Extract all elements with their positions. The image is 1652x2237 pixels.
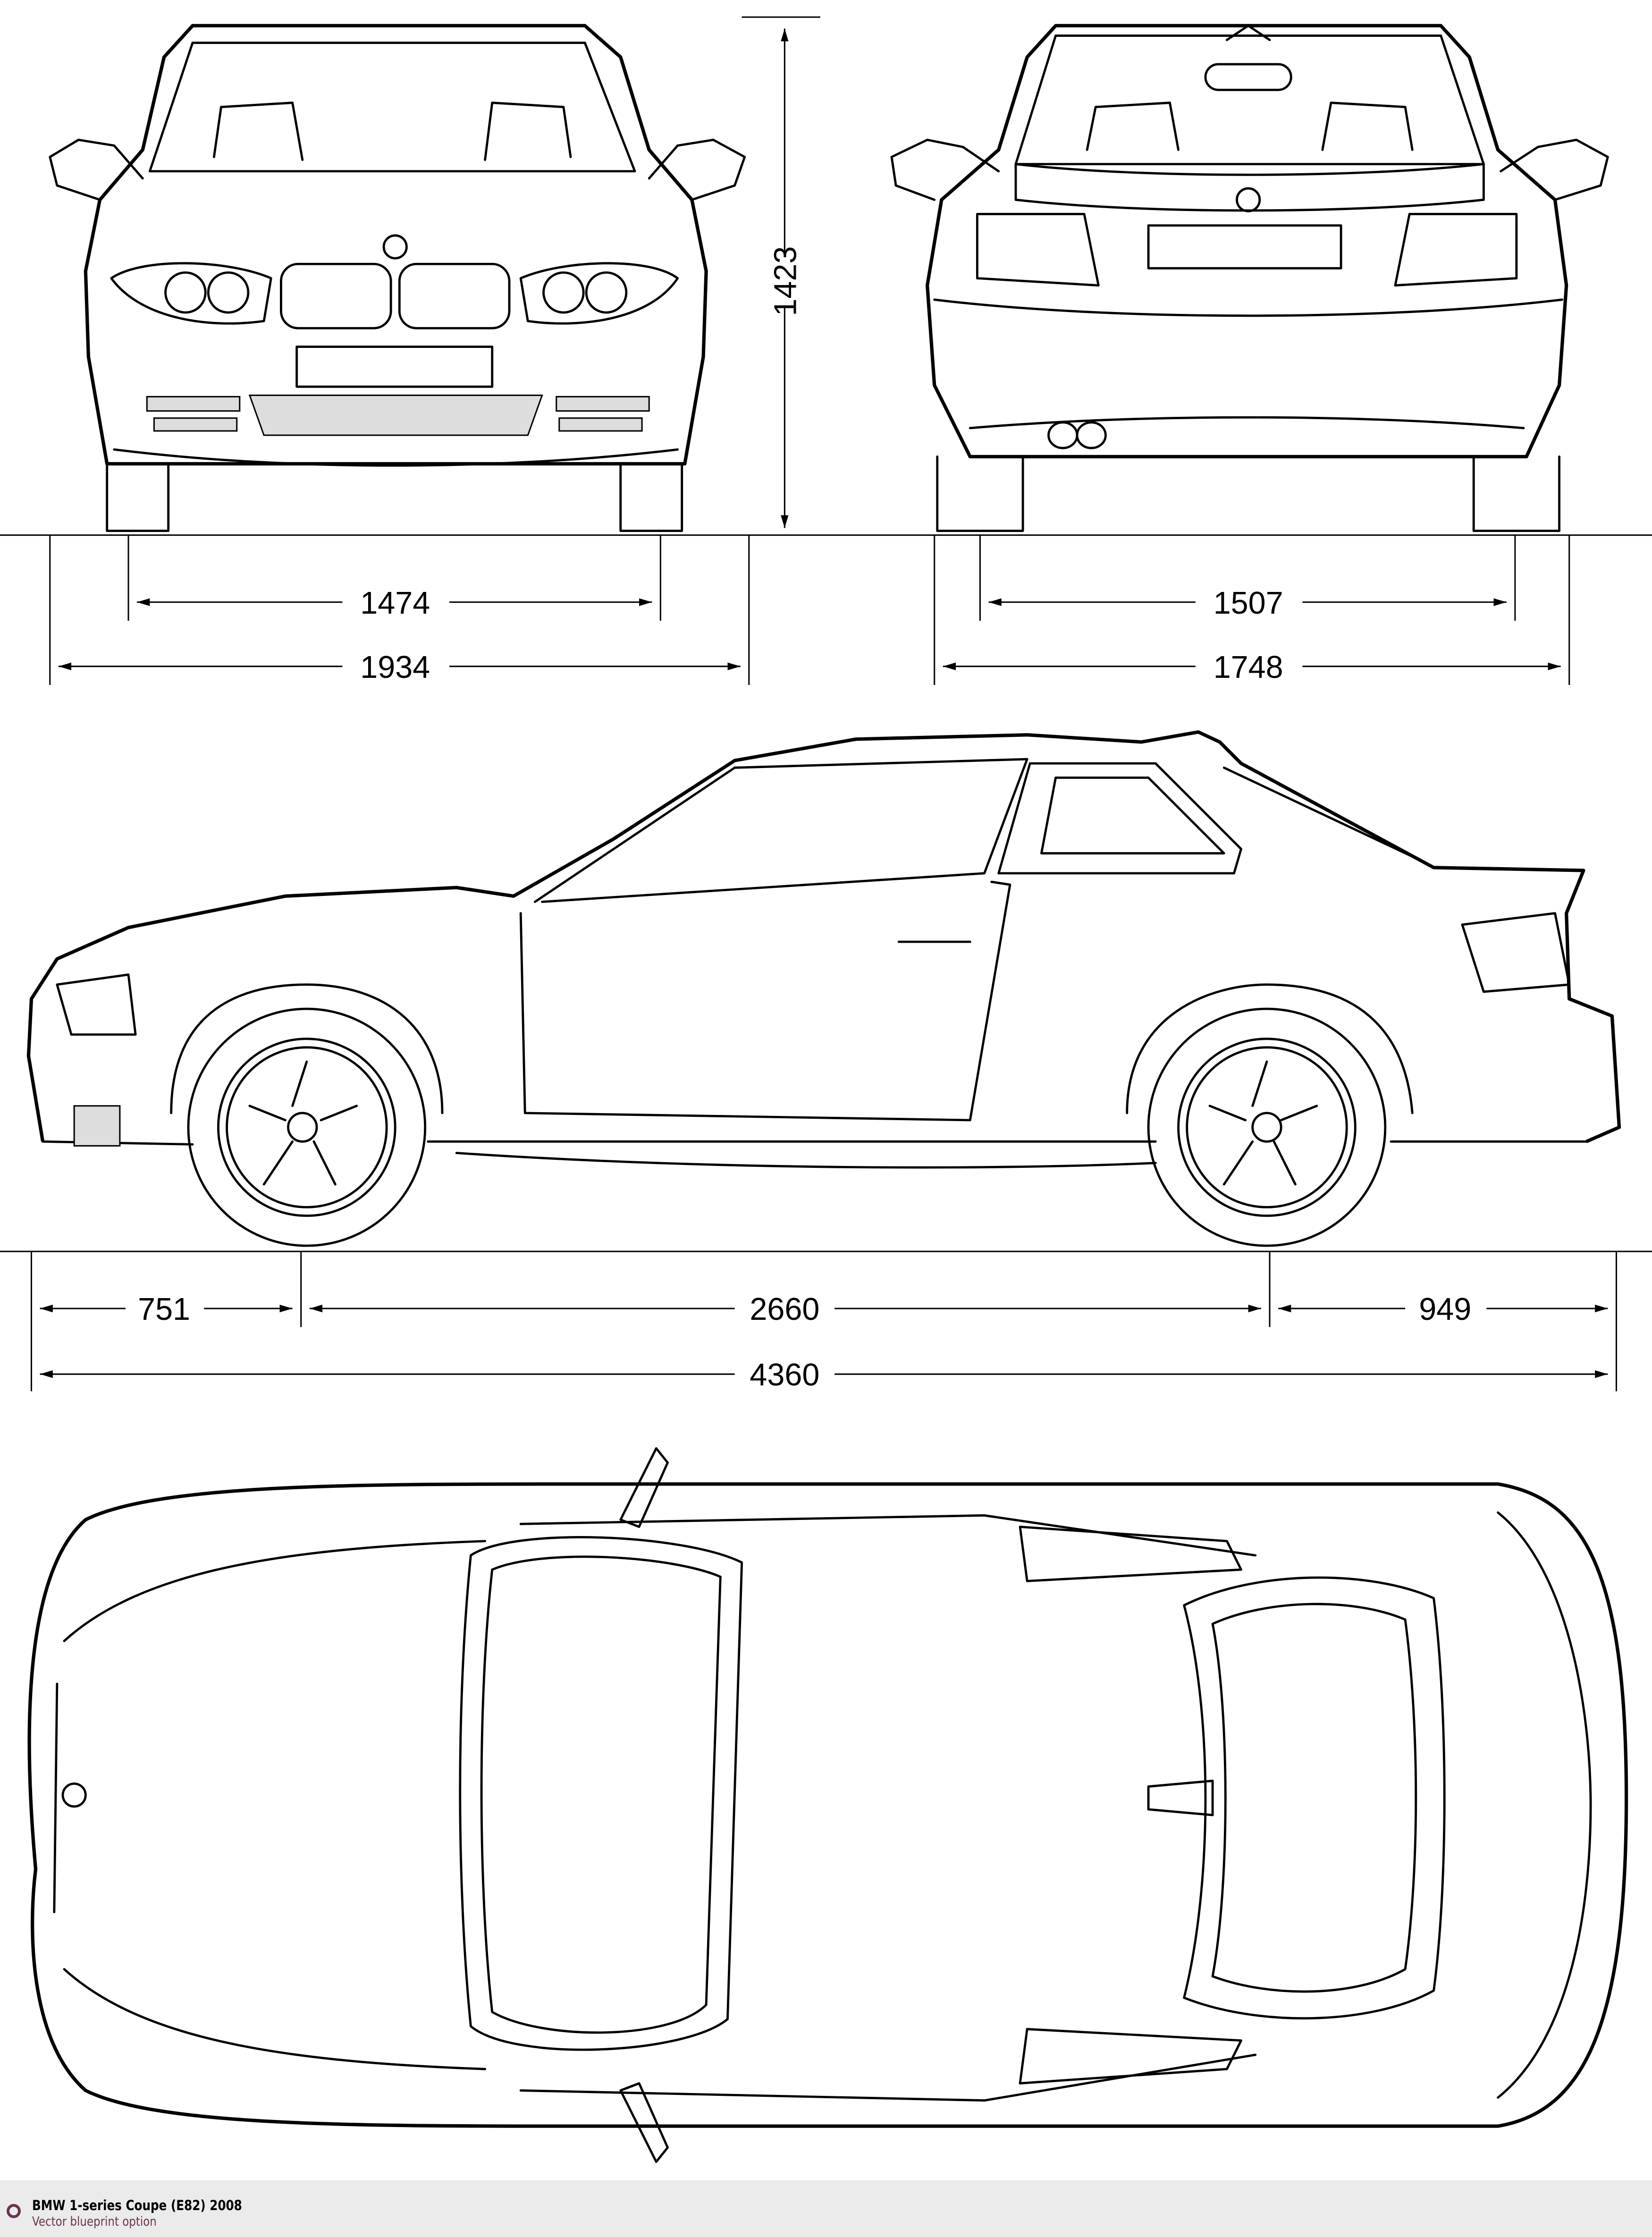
front-overhang-label: 751 [138, 1292, 190, 1327]
blueprint-drawing: 1474 1934 1423 1507 1748 751 2660 949 43… [0, 16, 1652, 2163]
rear-width-label: 1748 [1214, 650, 1283, 685]
footer-subtitle: Vector blueprint option [32, 2214, 157, 2229]
wheelbase-label: 2660 [750, 1292, 819, 1327]
front-view [49, 24, 746, 532]
rear-view [890, 24, 1609, 532]
height-label: 1423 [768, 246, 803, 316]
dimension-lines [0, 16, 1652, 1392]
front-width-label: 1934 [360, 650, 430, 685]
logo-ring-icon [7, 2204, 21, 2218]
rear-overhang-label: 949 [1419, 1292, 1471, 1327]
length-label: 4360 [750, 1358, 819, 1393]
footer-title: BMW 1-series Coupe (E82) 2008 [32, 2197, 242, 2213]
footer: BMW 1-series Coupe (E82) 2008 Vector blu… [0, 2180, 1652, 2237]
front-track-label: 1474 [360, 586, 430, 621]
rear-track-label: 1507 [1214, 586, 1283, 621]
top-view [27, 1447, 1628, 2163]
side-view [26, 730, 1621, 1247]
